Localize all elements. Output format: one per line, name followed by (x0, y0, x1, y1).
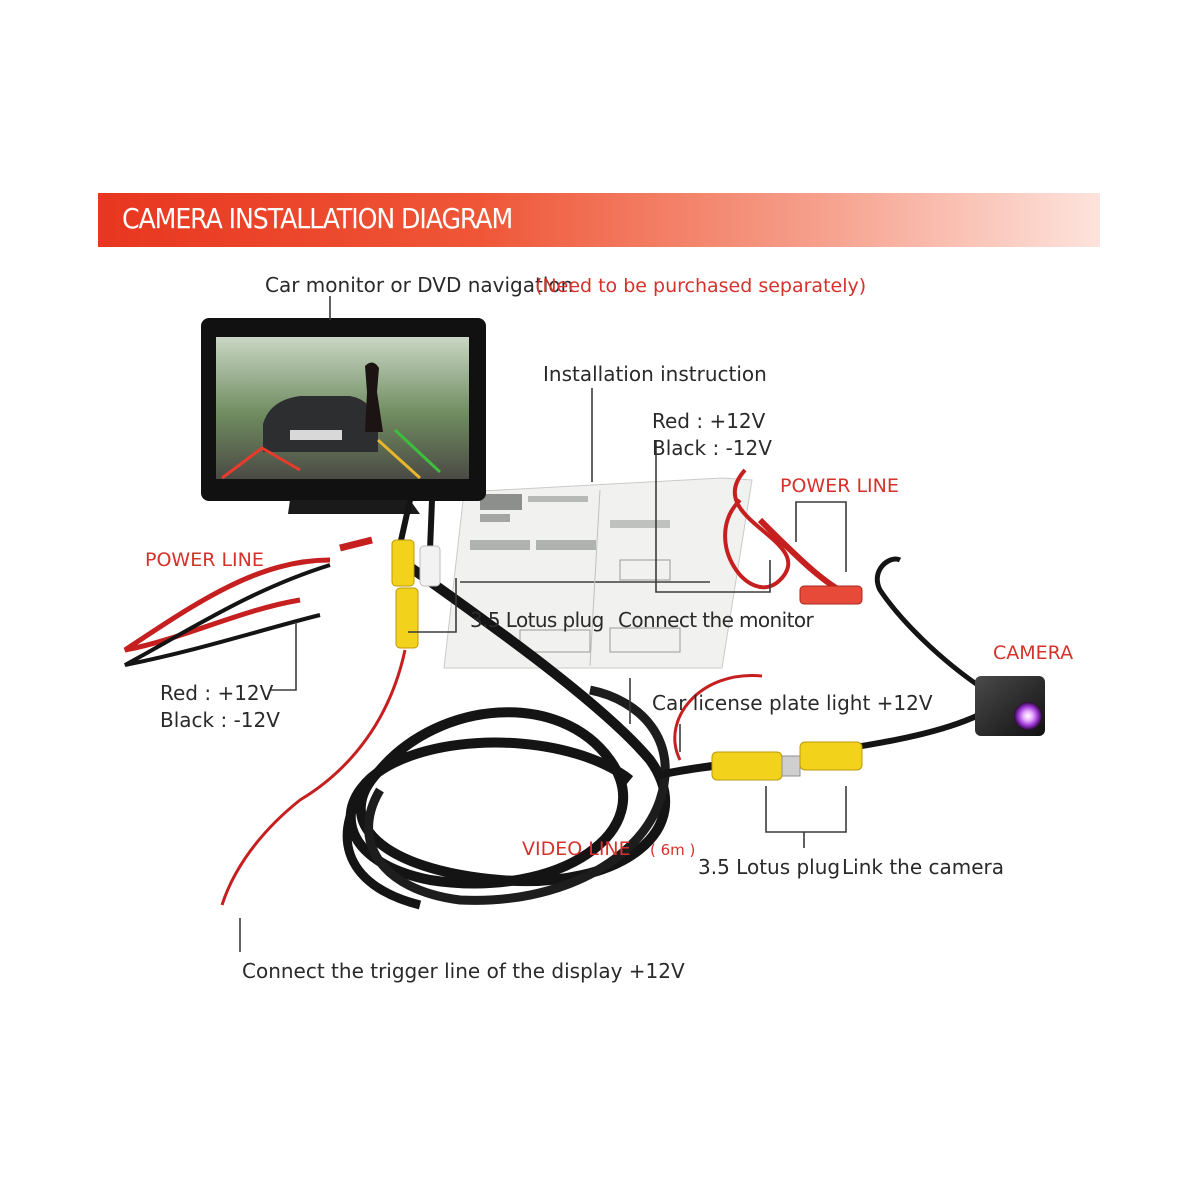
instruction-label: Installation instruction (543, 362, 767, 386)
red-12v-top-label: Red : +12V (652, 409, 766, 433)
red-12v-left-label: Red : +12V (160, 681, 274, 705)
leader-lines (239, 296, 847, 952)
black-12v-top-label: Black : -12V (652, 436, 772, 460)
monitor-note-label: (Need to be purchased separately) (535, 275, 866, 297)
black-12v-left-label: Black : -12V (160, 708, 280, 732)
trigger-line-label: Connect the trigger line of the display … (242, 959, 685, 983)
header-banner: CAMERA INSTALLATION DIAGRAM (98, 193, 1100, 247)
plate-light-label: Car license plate light +12V (652, 691, 933, 715)
connect-monitor-label: Connect the monitor (618, 608, 814, 632)
wiring (123, 468, 987, 910)
power-line-left-label: POWER LINE (145, 549, 264, 571)
monitor-label: Car monitor or DVD navigation (265, 273, 573, 297)
rca-plugs (391, 539, 863, 781)
camera-label: CAMERA (993, 642, 1073, 664)
camera (975, 676, 1045, 736)
lotus-plug-monitor-label: 3.5 Lotus plug (470, 608, 604, 632)
power-line-right-label: POWER LINE (780, 475, 899, 497)
link-camera-label: Link the camera (842, 855, 1004, 879)
video-line-length-label: ( 6m ) (650, 841, 695, 859)
lotus-plug-camera-label: 3.5 Lotus plug (698, 855, 840, 879)
instruction-sheet (443, 477, 753, 669)
video-line-label: VIDEO LINE (522, 838, 631, 860)
diagram-title: CAMERA INSTALLATION DIAGRAM (122, 202, 513, 235)
car-monitor (201, 318, 486, 514)
